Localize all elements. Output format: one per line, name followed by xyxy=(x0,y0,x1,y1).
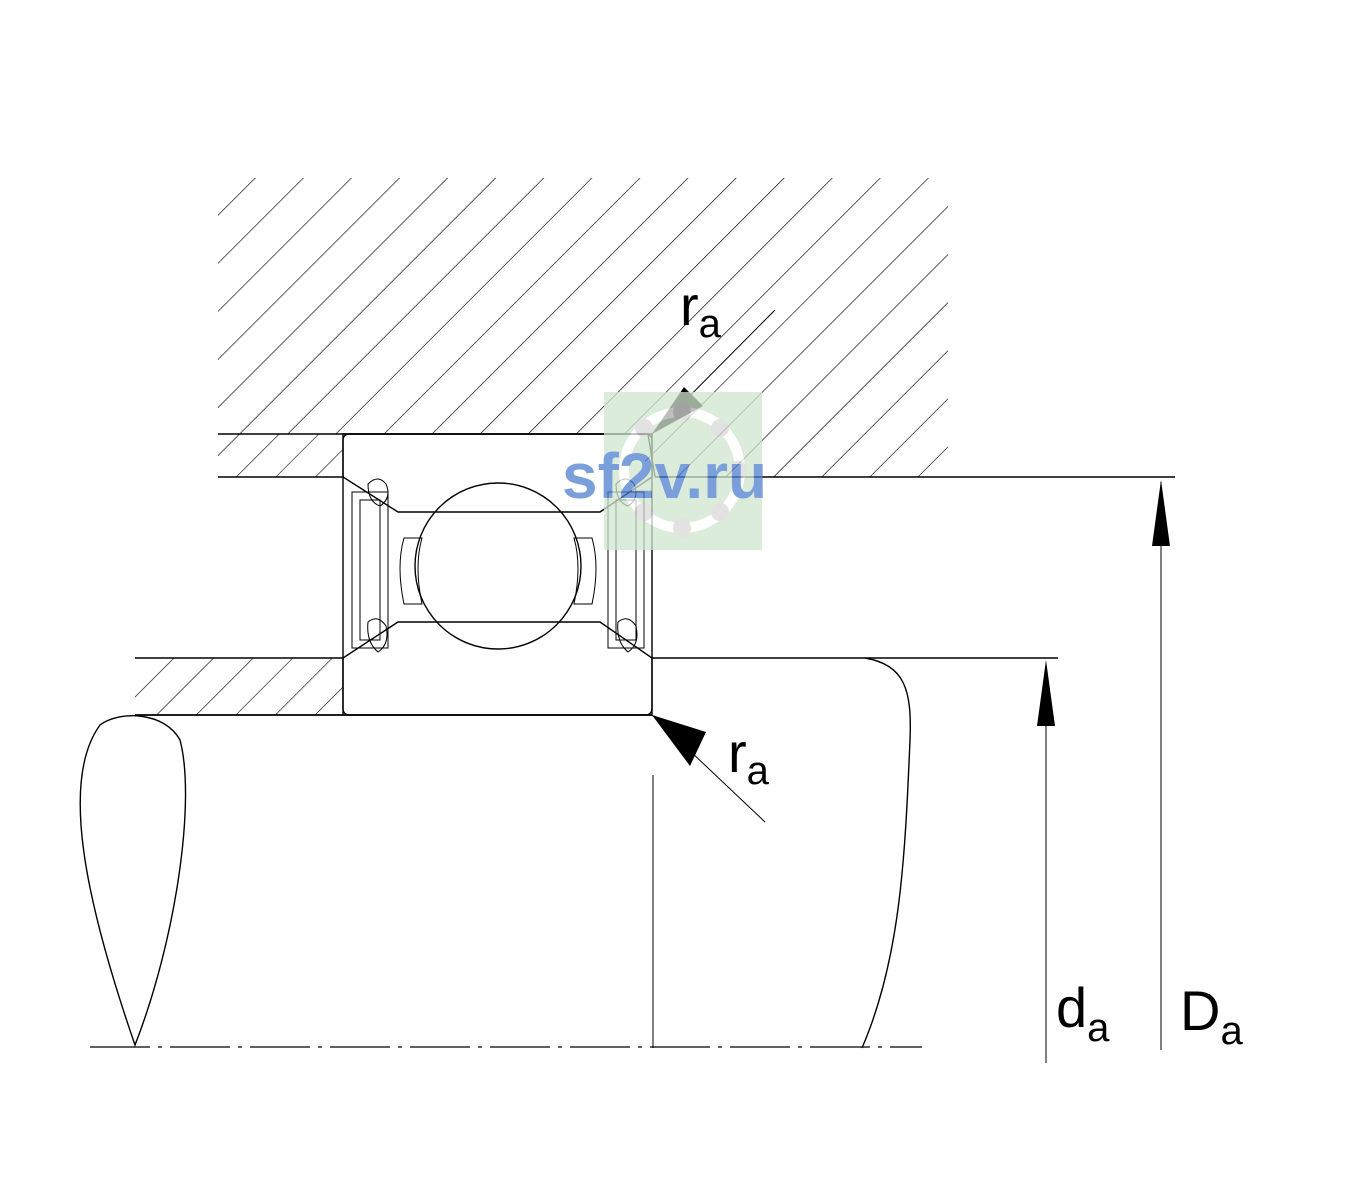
bearing-cage xyxy=(399,537,597,605)
shaft-shoulder xyxy=(135,657,1058,716)
shaft-section xyxy=(79,715,187,1048)
label-ra-top: ra xyxy=(680,274,722,346)
inner-ring xyxy=(342,621,653,716)
bearing-ball xyxy=(414,482,582,650)
watermark-text: sf2v.ru xyxy=(562,440,767,512)
label-ra-bottom: ra xyxy=(728,721,770,793)
da-dimension xyxy=(1037,660,1055,1063)
left-seal xyxy=(351,478,389,653)
ra-bottom-leader xyxy=(651,714,766,823)
shaft-outline xyxy=(861,657,912,1049)
label-da: da xyxy=(1056,976,1110,1050)
Da-dimension xyxy=(1152,480,1170,1050)
label-Da: Da xyxy=(1180,979,1243,1053)
watermark-logo: sf2v.ru xyxy=(562,392,767,550)
housing-spacer xyxy=(218,434,343,478)
